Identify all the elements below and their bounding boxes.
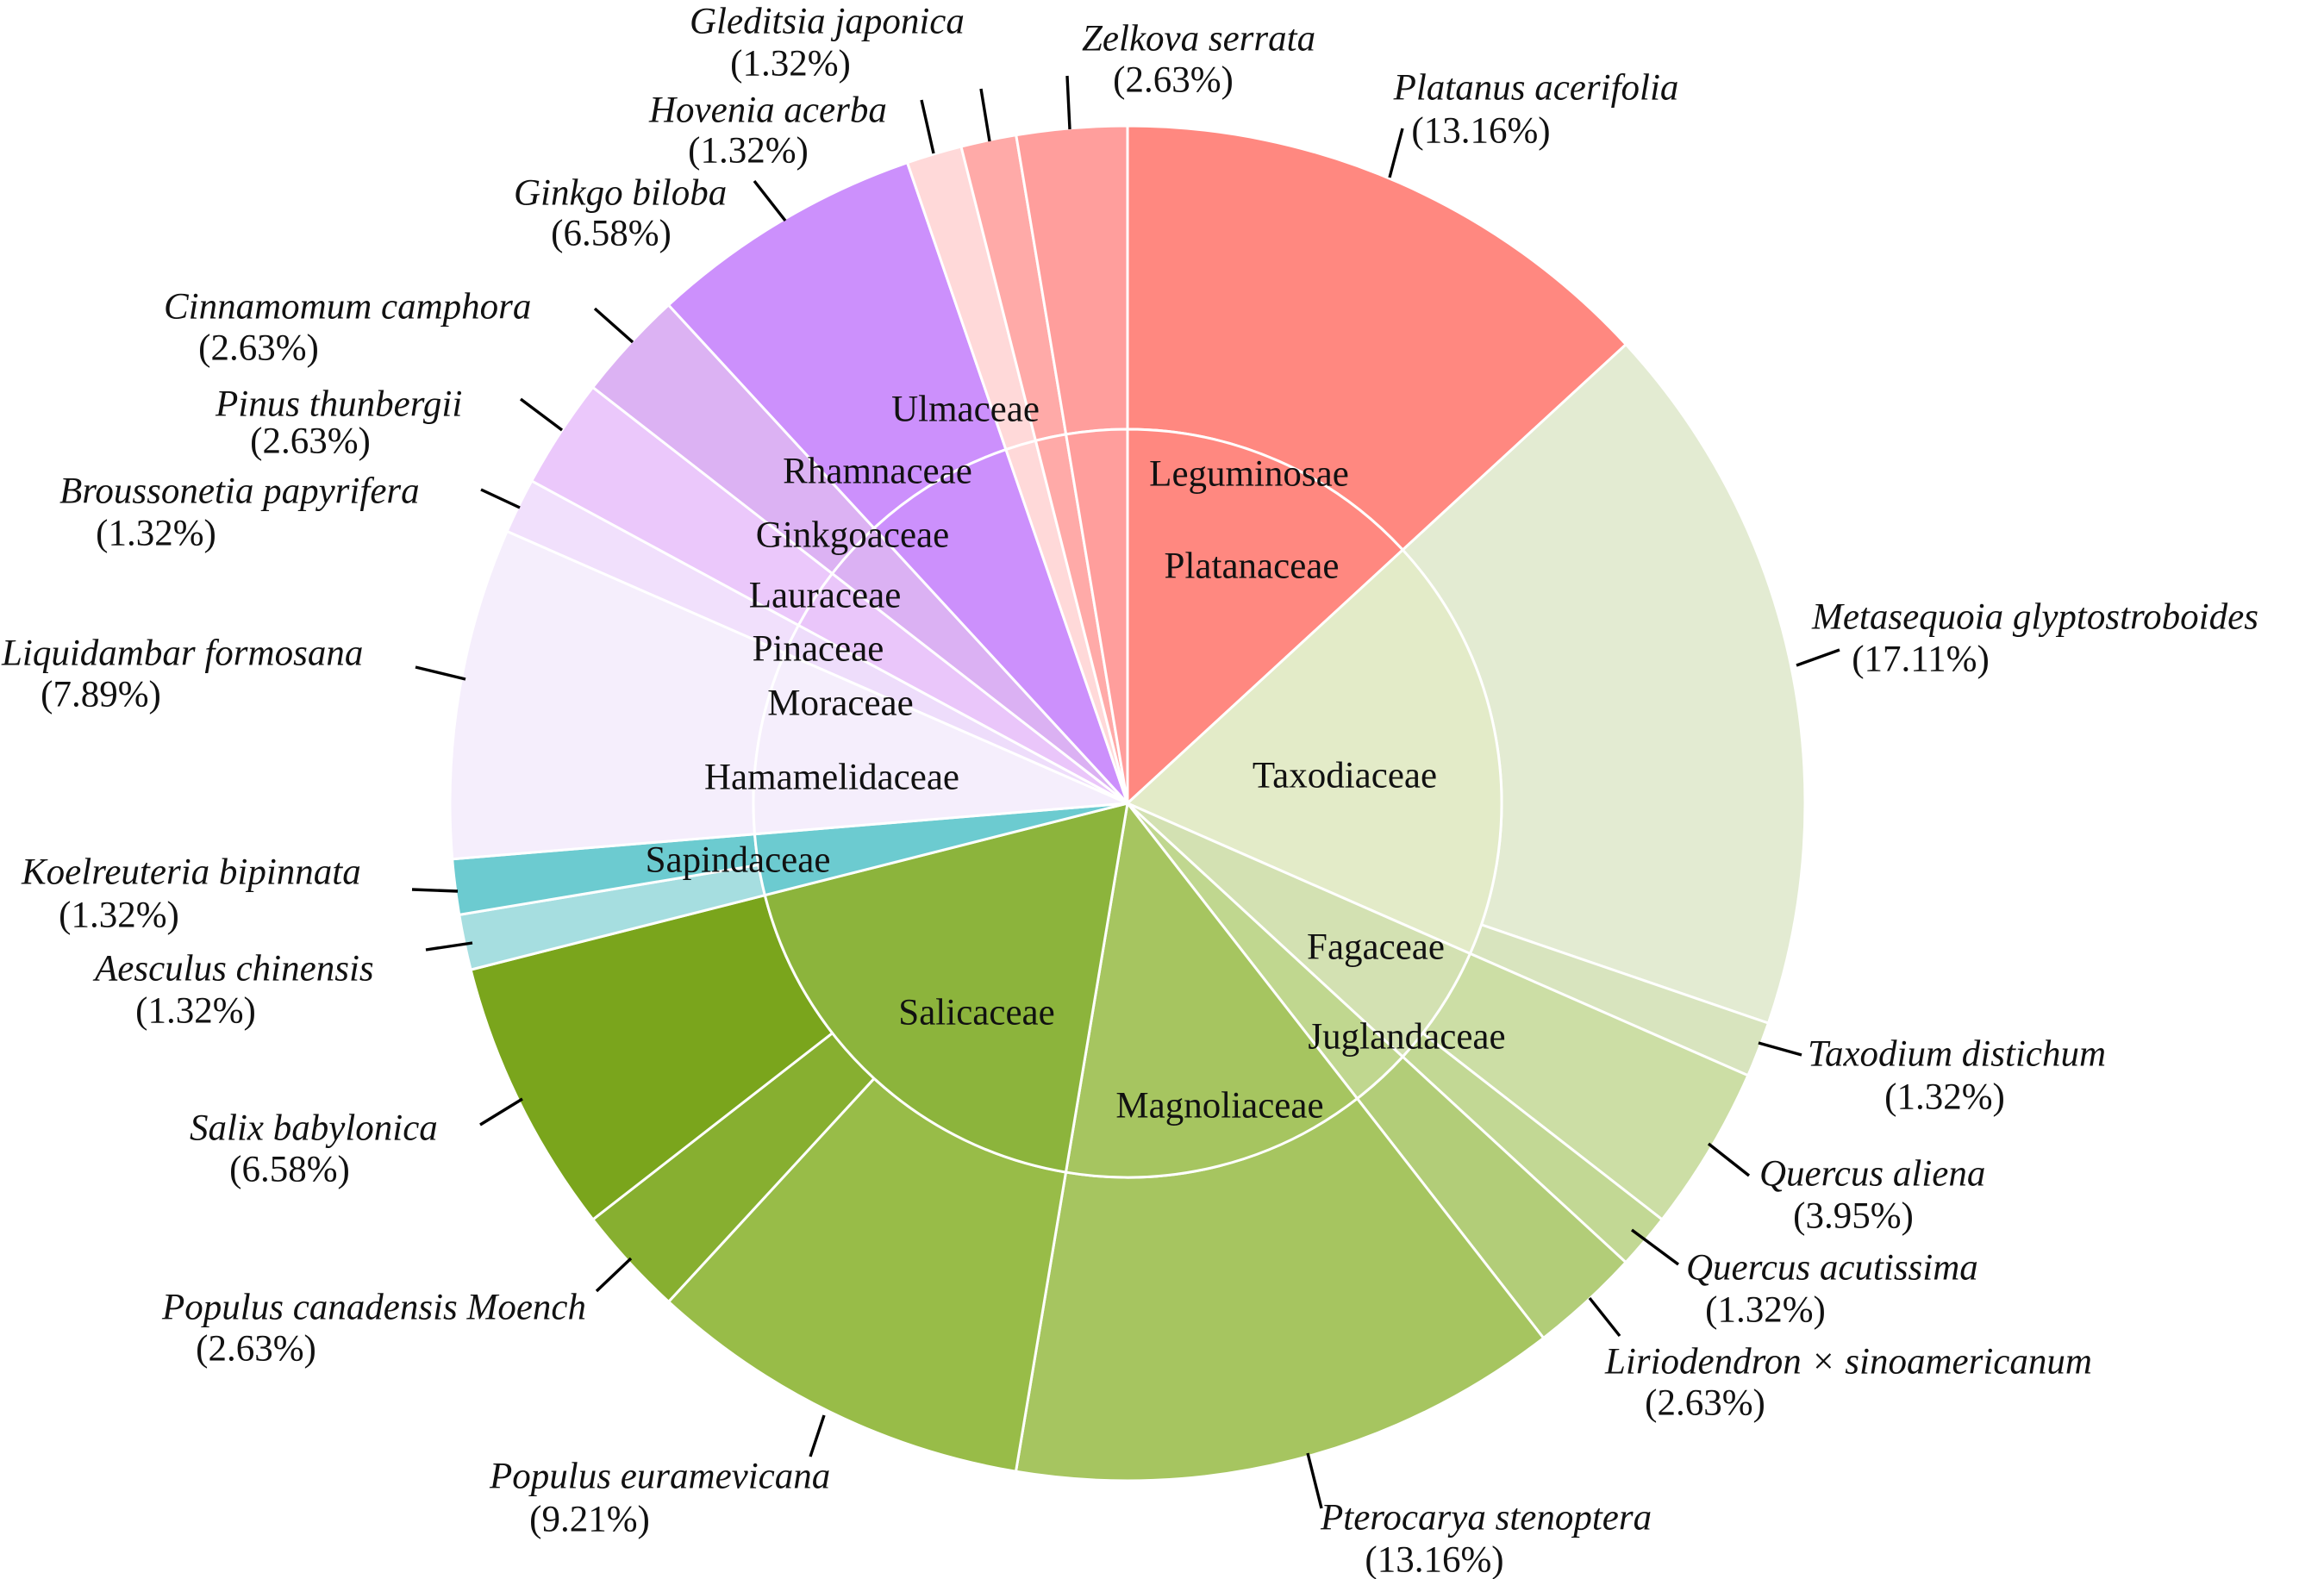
species-pct-quercus-aliena: (3.95%)	[1793, 1196, 1914, 1237]
inner-slice-hamamelidaceae	[752, 651, 1128, 836]
inner-slice-ulmaceae	[1064, 428, 1129, 804]
inner-slice-taxodiaceae	[1125, 547, 1503, 956]
family-label-moraceae: Moraceae	[767, 683, 913, 724]
species-label-platanus-acerifolia: Platanus acerifolia	[1393, 68, 1679, 109]
leader-zelkova-serrata	[1065, 75, 1071, 130]
inner-slice-magnoliaceae	[1064, 800, 1359, 1179]
leader-ginkgo-biloba	[753, 179, 787, 222]
leader-liriodendron-x-sinoamericanum	[1588, 1296, 1621, 1338]
species-pct-populus-euramevicana: (9.21%)	[529, 1500, 650, 1540]
leader-broussonetia-papyrifera	[480, 488, 521, 509]
outer-ring	[448, 124, 1807, 1482]
inner-slice-fagaceae	[1126, 802, 1472, 1059]
family-label-ginkgoaceae: Ginkgoaceae	[756, 515, 949, 556]
species-pct-liriodendron-x-sinoamericanum: (2.63%)	[1645, 1383, 1765, 1424]
species-pct-zelkova-serrata: (2.63%)	[1113, 60, 1234, 101]
species-pct-salix-babylonica: (6.58%)	[229, 1150, 350, 1190]
family-label-ulmaceae: Ulmaceae	[891, 390, 1040, 430]
family-label-fagaceae: Fagaceae	[1307, 927, 1445, 968]
species-label-liriodendron-x-sinoamericanum: Liriodendron × sinoamericanum	[1604, 1342, 2092, 1382]
species-pct-broussonetia-papyrifera: (1.32%)	[96, 514, 216, 554]
family-label-sapindaceae: Sapindaceae	[646, 840, 831, 881]
species-label-pterocarya-stenoptera: Pterocarya stenoptera	[1320, 1498, 1652, 1538]
family-label-rhamnaceae: Rhamnaceae	[783, 452, 972, 492]
species-label-gleditsia-japonica: Gleditsia japonica	[690, 2, 965, 42]
leader-cinnamomum-camphora	[593, 307, 634, 344]
species-label-koelreuteria-bipinnata: Koelreuteria bipinnata	[21, 852, 361, 893]
family-label-platanaceae: Platanaceae	[1165, 546, 1340, 587]
species-label-ginkgo-biloba: Ginkgo biloba	[514, 173, 727, 214]
species-label-liquidambar-formosana: Liquidambar formosana	[1, 633, 363, 674]
species-pct-aesculus-chinensis: (1.32%)	[135, 991, 256, 1032]
species-pct-metasequoia-glyptostroboides: (17.11%)	[1852, 640, 1990, 680]
species-pct-pterocarya-stenoptera: (13.16%)	[1365, 1540, 1503, 1579]
species-label-populus-euramevicana: Populus euramevicana	[489, 1457, 830, 1497]
species-pct-platanus-acerifolia: (13.16%)	[1411, 111, 1550, 152]
family-label-magnoliaceae: Magnoliaceae	[1115, 1086, 1323, 1127]
species-pct-pinus-thunbergii: (2.63%)	[250, 421, 371, 462]
species-pct-populus-canadensis-moench: (2.63%)	[196, 1329, 316, 1370]
leader-quercus-acutissima	[1630, 1228, 1680, 1266]
species-pct-hovenia-acerba: (1.32%)	[688, 131, 809, 172]
leader-aesculus-chinensis	[425, 941, 473, 952]
leader-hovenia-acerba	[920, 99, 935, 154]
inner-slice-salicaceae	[763, 801, 1129, 1174]
leader-platanus-acerifolia	[1388, 128, 1404, 178]
leader-pterocarya-stenoptera	[1306, 1452, 1323, 1509]
leader-metasequoia-glyptostroboides	[1796, 648, 1840, 667]
family-label-salicaceae: Salicaceae	[898, 993, 1054, 1033]
species-label-taxodium-distichum: Taxodium distichum	[1808, 1034, 2106, 1075]
species-label-pinus-thunbergii: Pinus thunbergii	[215, 384, 462, 425]
family-label-leguminosae: Leguminosae	[1149, 454, 1349, 495]
leader-quercus-aliena	[1707, 1142, 1751, 1177]
species-label-broussonetia-papyrifera: Broussonetia papyrifera	[59, 471, 420, 512]
leader-populus-canadensis-moench	[595, 1257, 633, 1293]
species-pct-ginkgo-biloba: (6.58%)	[551, 214, 672, 254]
species-label-hovenia-acerba: Hovenia acerba	[648, 90, 887, 131]
species-pct-quercus-acutissima: (1.32%)	[1705, 1290, 1826, 1331]
leader-lines	[411, 75, 1840, 1509]
species-label-cinnamomum-camphora: Cinnamomum camphora	[164, 287, 531, 328]
leader-pinus-thunbergii	[519, 397, 564, 432]
leader-salix-babylonica	[479, 1097, 523, 1127]
leader-liquidambar-formosana	[415, 665, 466, 681]
family-label-pinaceae: Pinaceae	[753, 629, 884, 670]
family-labels: PlatanaceaeTaxodiaceaeFagaceaeJuglandace…	[646, 390, 1506, 1127]
leader-koelreuteria-bipinnata	[411, 888, 459, 893]
species-pct-gleditsia-japonica: (1.32%)	[730, 44, 851, 84]
species-label-salix-babylonica: Salix babylonica	[190, 1108, 438, 1149]
species-label-populus-canadensis-moench: Populus canadensis Moench	[161, 1288, 586, 1328]
family-label-juglandaceae: Juglandaceae	[1308, 1017, 1505, 1058]
species-pct-cinnamomum-camphora: (2.63%)	[198, 328, 319, 369]
species-label-quercus-acutissima: Quercus acutissima	[1686, 1248, 1978, 1289]
species-pct-taxodium-distichum: (1.32%)	[1884, 1077, 2005, 1118]
family-label-hamamelidaceae: Hamamelidaceae	[704, 758, 959, 798]
species-label-zelkova-serrata: Zelkova serrata	[1082, 19, 1315, 59]
family-label-lauraceae: Lauraceae	[749, 576, 902, 616]
species-label-quercus-aliena: Quercus aliena	[1759, 1154, 1985, 1195]
inner-slice-platanaceae	[1126, 428, 1405, 807]
species-pct-koelreuteria-bipinnata: (1.32%)	[59, 896, 179, 936]
inner-slice-ginkgoaceae	[872, 447, 1129, 805]
family-label-taxodiaceae: Taxodiaceae	[1253, 756, 1437, 796]
species-pct-liquidambar-formosana: (7.89%)	[41, 675, 161, 715]
leader-taxodium-distichum	[1758, 1041, 1802, 1057]
species-labels: Platanus acerifolia(13.16%)Metasequoia g…	[1, 2, 2258, 1579]
inner-ring	[752, 428, 1503, 1179]
species-label-aesculus-chinensis: Aesculus chinensis	[92, 949, 374, 989]
leader-gleditsia-japonica	[979, 88, 991, 142]
species-label-metasequoia-glyptostroboides: Metasequoia glyptostroboides	[1811, 597, 2258, 638]
leader-populus-euramevicana	[809, 1414, 826, 1457]
